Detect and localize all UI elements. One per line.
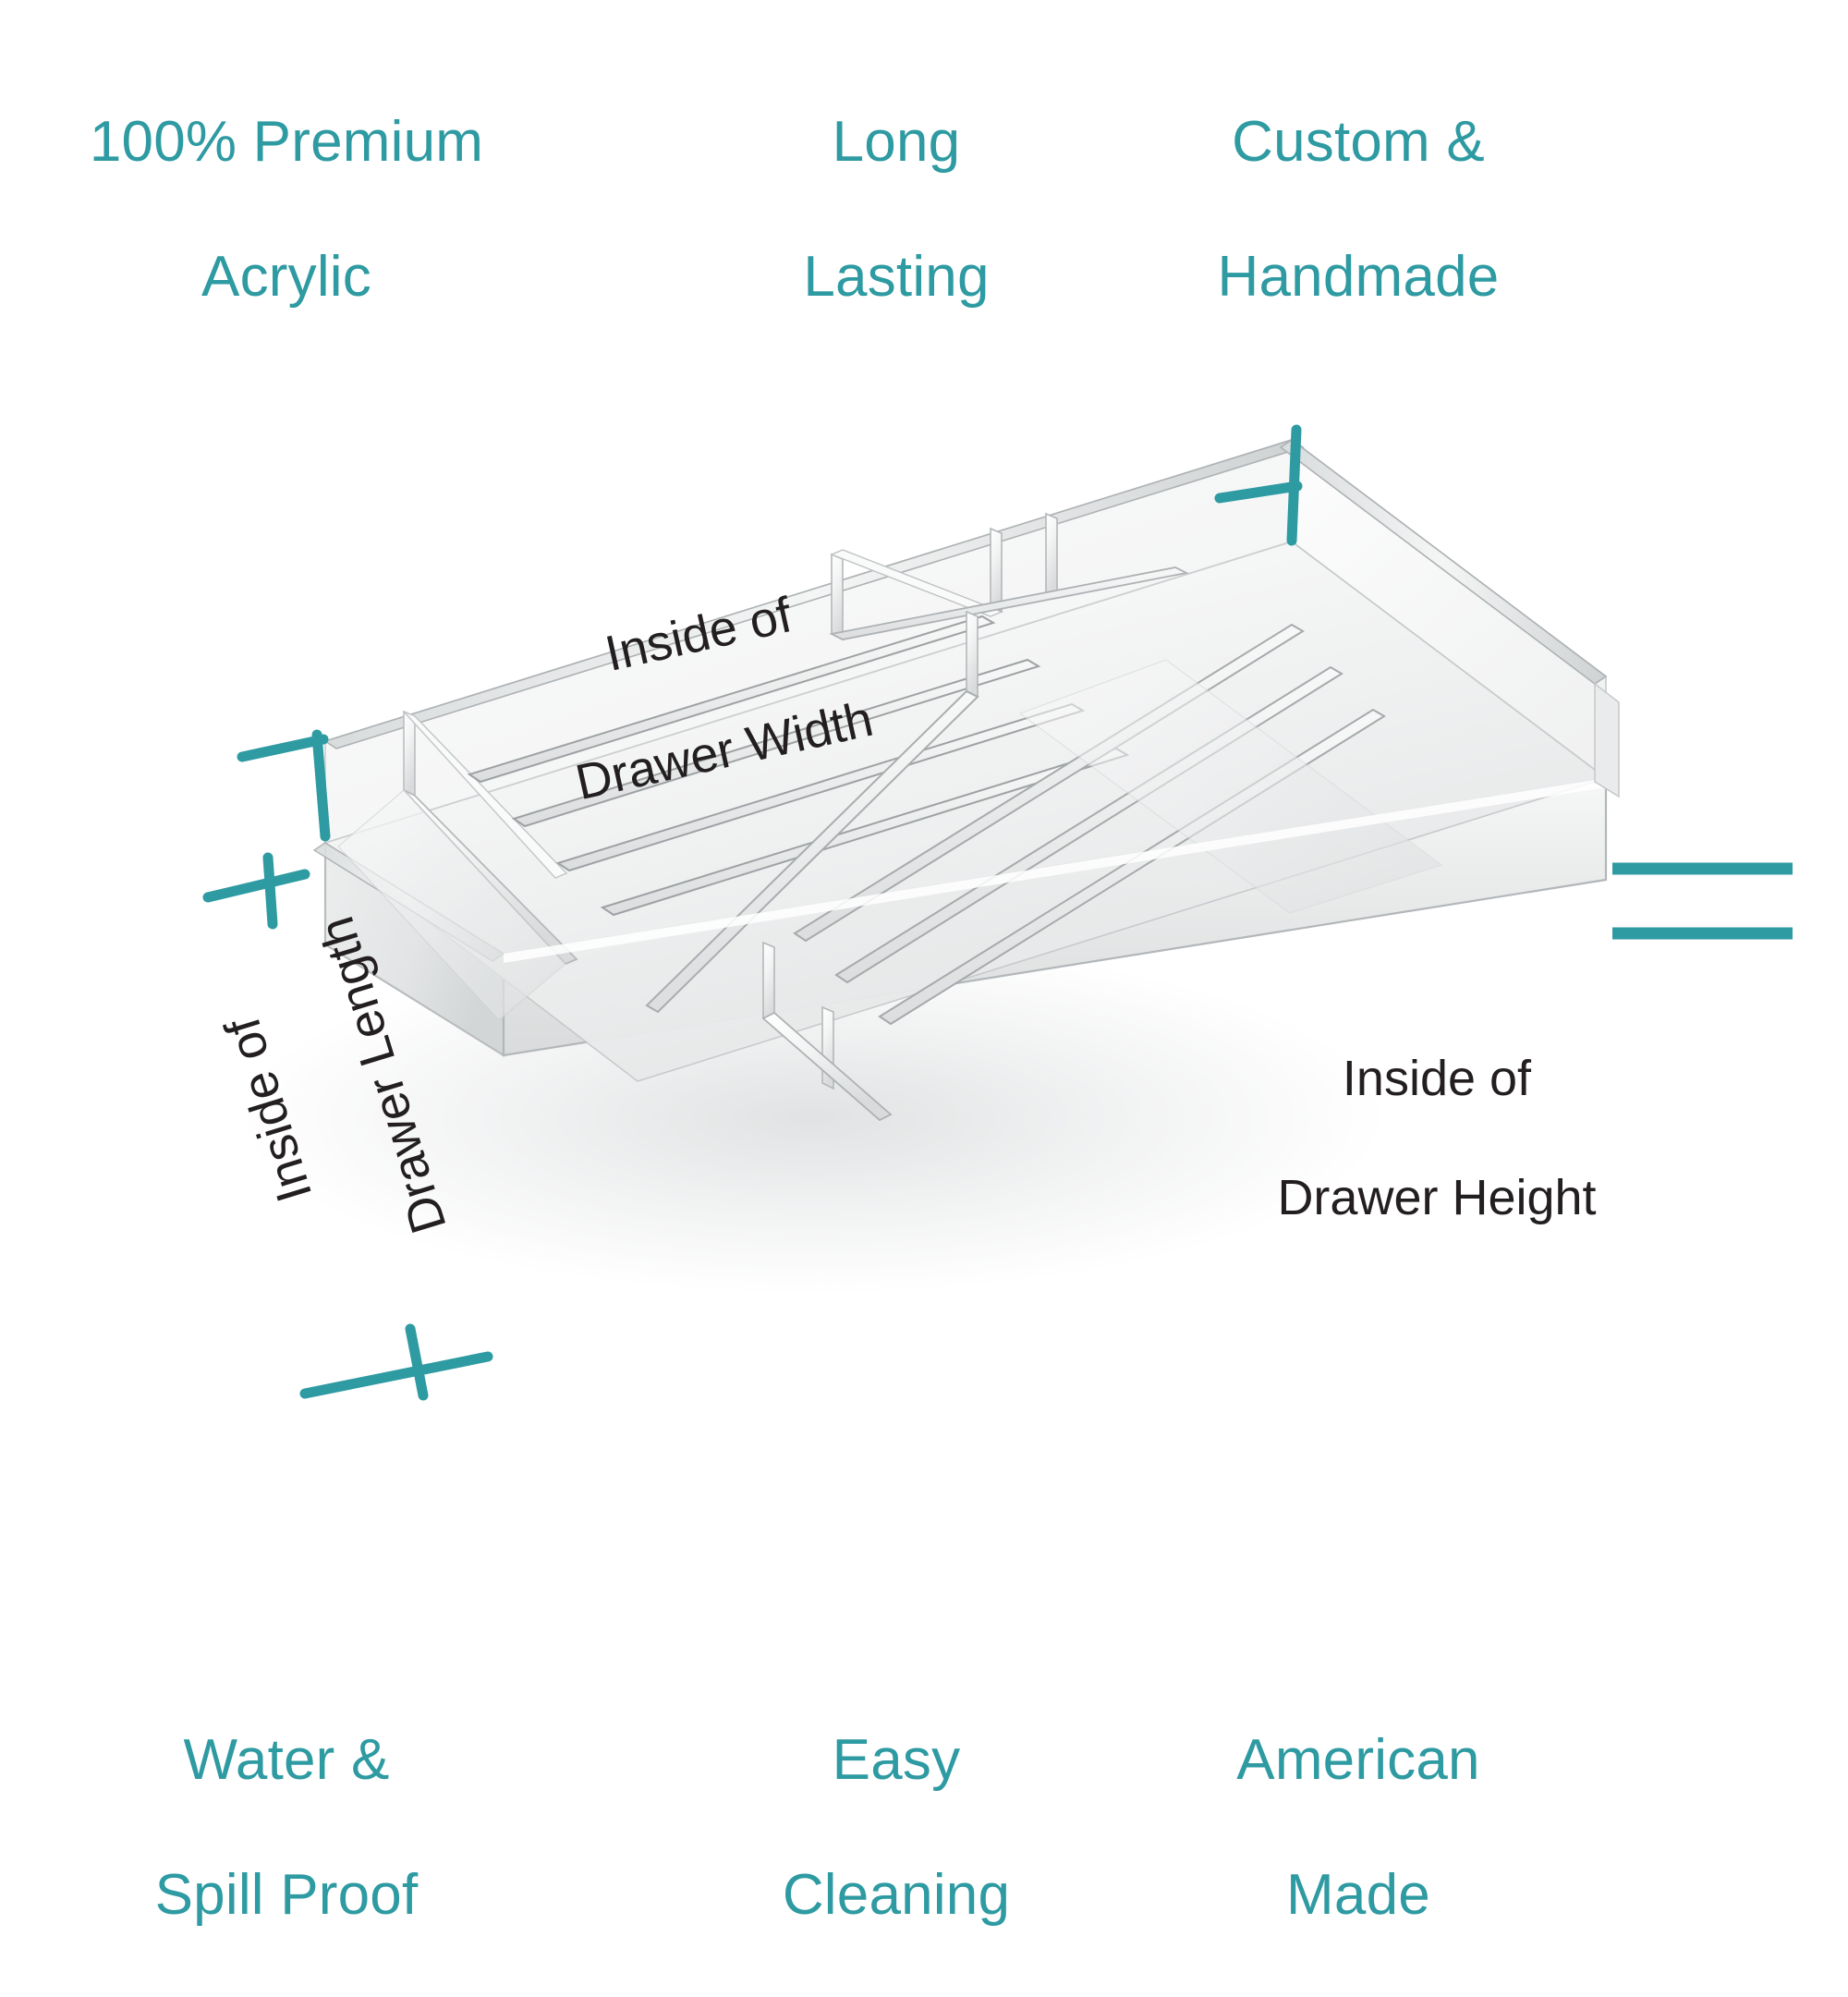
feature-american-made-line2: Made <box>1286 1863 1430 1928</box>
feature-water-spill-proof-line1: Water & <box>183 1728 390 1793</box>
divider-center-down <box>966 610 979 699</box>
dimension-tick-right-pair <box>1612 862 1793 940</box>
feature-premium-acrylic-line1: 100% Premium <box>89 110 484 175</box>
feature-easy-cleaning: Easy Cleaning <box>647 1659 1146 1997</box>
feature-american-made-line1: American <box>1236 1728 1480 1793</box>
divider-lower-small-1 <box>762 941 775 1026</box>
product-illustration <box>202 424 1793 1401</box>
feature-long-lasting: Long Lasting <box>647 41 1146 379</box>
feature-premium-acrylic: 100% Premium Acrylic <box>37 41 536 379</box>
divider-upright-3 <box>1045 512 1058 599</box>
divider-left-top-edge <box>403 711 568 879</box>
feature-water-spill-proof: Water & Spill Proof <box>37 1659 536 1997</box>
feature-water-spill-proof-line2: Spill Proof <box>154 1863 419 1928</box>
divider-slat-2 <box>511 658 1041 828</box>
dimension-label-drawer-height-line1: Inside of <box>1342 1050 1532 1106</box>
acrylic-tray-svg <box>202 424 1793 1401</box>
dimension-tick-left-upper <box>237 729 331 842</box>
feature-american-made: American Made <box>1072 1659 1645 1997</box>
tray-right-corner-highlight <box>1594 682 1620 798</box>
divider-slat-1 <box>467 615 996 784</box>
feature-custom-handmade: Custom & Handmade <box>1072 41 1645 379</box>
divider-upright-cross <box>829 566 1189 640</box>
dimension-label-drawer-width-line2: Drawer Width <box>570 691 879 811</box>
feature-custom-handmade-line1: Custom & <box>1232 110 1485 175</box>
dimension-label-drawer-width-line1: Inside of <box>600 586 797 682</box>
dimension-label-drawer-height-line2: Drawer Height <box>1277 1170 1597 1226</box>
feature-easy-cleaning-line2: Cleaning <box>782 1863 1011 1928</box>
compartment-right-large <box>1018 659 1443 914</box>
tray-front-inner-lip <box>504 778 1606 963</box>
divider-upright-2 <box>990 527 1003 614</box>
feature-premium-acrylic-line2: Acrylic <box>201 245 371 310</box>
dimension-label-drawer-height: Inside of Drawer Height <box>1215 989 1659 1288</box>
tray-rim-back-left <box>323 439 1305 749</box>
dimension-tick-bottom-left <box>299 1323 493 1401</box>
divider-left-vertical <box>403 710 416 798</box>
feature-custom-handmade-line2: Handmade <box>1217 245 1500 310</box>
compartment-left-large <box>337 789 566 1021</box>
feature-long-lasting-line1: Long <box>832 110 961 175</box>
divider-lower-small-cross <box>761 1011 893 1122</box>
feature-long-lasting-line2: Lasting <box>803 245 990 310</box>
divider-center-down-slab <box>645 689 979 1014</box>
dimension-tick-left-lower <box>202 852 310 930</box>
feature-easy-cleaning-line1: Easy <box>832 1728 961 1793</box>
dimension-tick-top-right <box>1214 424 1303 546</box>
